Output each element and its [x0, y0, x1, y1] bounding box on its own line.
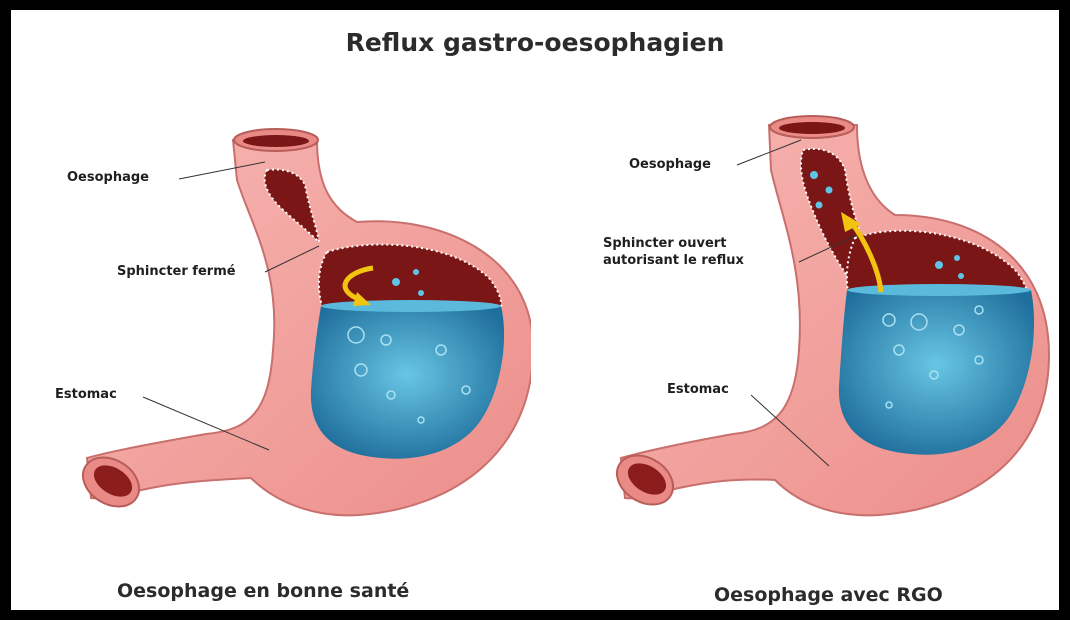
- caption-gerd: Oesophage avec RGO: [714, 584, 943, 606]
- label-sphincter-open-line2: autorisant le reflux: [603, 252, 744, 269]
- healthy-stomach-illustration: [11, 10, 531, 610]
- panel-healthy: Oesophage Sphincter fermé Estomac Oesoph…: [11, 10, 531, 610]
- gerd-stomach-illustration: [539, 10, 1059, 610]
- label-sphincter-closed: Sphincter fermé: [117, 263, 236, 280]
- label-esophagus: Oesophage: [67, 169, 149, 186]
- diagram-frame: Reflux gastro-oesophagien: [11, 10, 1059, 610]
- label-stomach: Estomac: [667, 381, 729, 398]
- panel-gerd: Oesophage Sphincter ouvert autorisant le…: [539, 10, 1059, 610]
- label-sphincter-open-line1: Sphincter ouvert: [603, 235, 726, 252]
- label-stomach: Estomac: [55, 386, 117, 403]
- label-esophagus: Oesophage: [629, 156, 711, 173]
- caption-healthy: Oesophage en bonne santé: [117, 580, 409, 602]
